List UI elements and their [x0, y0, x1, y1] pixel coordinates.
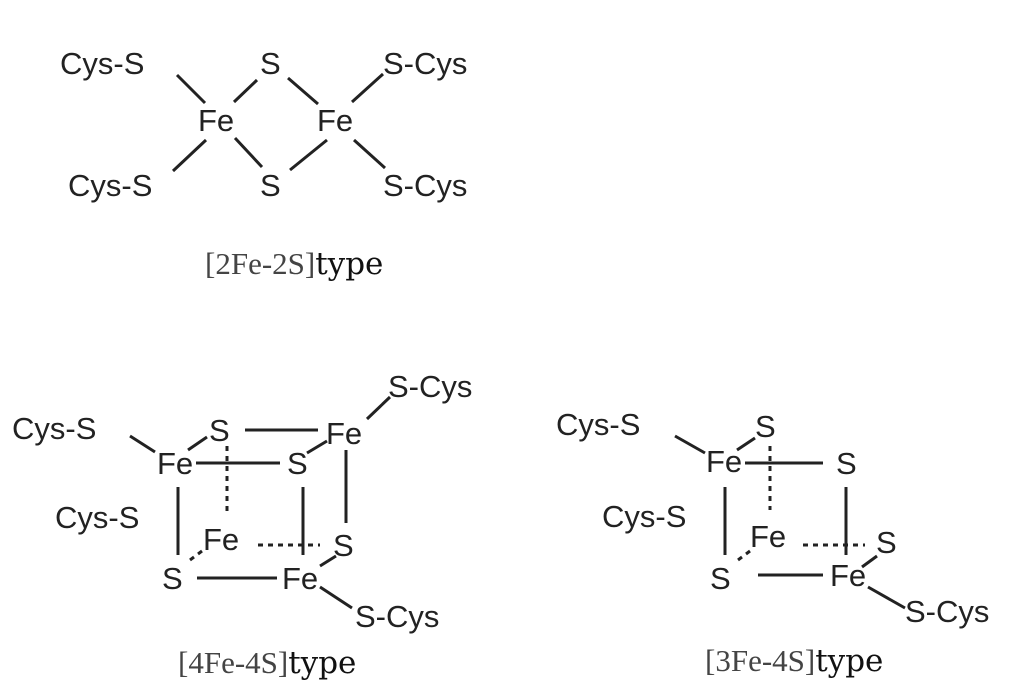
atom-label: Fe — [203, 522, 239, 557]
atom-label: S-Cys — [355, 599, 439, 634]
atom-label: S — [260, 168, 281, 203]
bond — [175, 73, 207, 105]
dotted-bond — [189, 549, 203, 562]
atom-label: Fe — [326, 416, 362, 451]
caption-formula: [2Fe-2S] — [205, 246, 315, 281]
atom-label: S-Cys — [383, 168, 467, 203]
bond — [187, 435, 208, 452]
atom-label: S — [209, 413, 230, 448]
bond — [319, 585, 353, 610]
atom-label: S-Cys — [388, 369, 472, 404]
atom-label: Cys-S — [55, 500, 139, 535]
atom-label: S-Cys — [905, 594, 989, 629]
diagram-caption: [3Fe-4S]type — [705, 643, 883, 679]
bond — [350, 72, 385, 104]
atom-label: Cys-S — [60, 46, 144, 81]
atom-label: Fe — [750, 519, 786, 554]
atom-label: S — [836, 446, 857, 481]
bond — [674, 434, 706, 455]
diagram-3fe-4s: Cys-S S Fe S Cys-S Fe S S Fe S-Cys [3Fe-… — [556, 407, 989, 679]
bond — [736, 436, 756, 452]
atom-label: Fe — [706, 444, 742, 479]
atom-label: S — [755, 409, 776, 444]
atom-label: Fe — [830, 558, 866, 593]
bond — [287, 76, 319, 106]
atom-label: S — [876, 525, 897, 560]
bond — [306, 439, 328, 455]
diagram-caption: [4Fe-4S]type — [178, 645, 356, 681]
atom-label: Cys-S — [602, 499, 686, 534]
bond — [233, 136, 264, 169]
bond — [171, 138, 208, 173]
bond — [352, 138, 387, 170]
caption-word: type — [288, 645, 356, 681]
caption-formula: [4Fe-4S] — [178, 645, 288, 680]
atom-label: S — [710, 561, 731, 596]
bond — [289, 138, 328, 172]
atom-label: Cys-S — [556, 407, 640, 442]
atom-label: S-Cys — [383, 46, 467, 81]
atom-label: Fe — [317, 103, 353, 138]
caption-formula: [3Fe-4S] — [705, 643, 815, 678]
bond — [129, 434, 156, 454]
bond — [232, 78, 259, 104]
atom-label: Cys-S — [12, 411, 96, 446]
diagram-2fe-2s: Cys-S S S-Cys Fe Fe Cys-S S S-Cys [2Fe-2… — [60, 46, 467, 282]
bond — [861, 554, 878, 569]
atom-label: S — [287, 446, 308, 481]
bond — [867, 585, 906, 610]
atom-label: S — [333, 528, 354, 563]
dotted-bond — [737, 549, 751, 562]
caption-word: type — [315, 246, 383, 282]
bond — [319, 554, 337, 568]
atom-label: Fe — [282, 561, 318, 596]
atom-label: Cys-S — [68, 168, 152, 203]
diagram-4fe-4s: S-Cys Cys-S S Fe Fe S Cys-S Fe S S Fe S-… — [12, 369, 472, 681]
atom-label: Fe — [198, 103, 234, 138]
atom-label: S — [162, 561, 183, 596]
atom-label: S — [260, 46, 281, 81]
atom-label: Fe — [157, 446, 193, 481]
caption-word: type — [815, 643, 883, 679]
bond — [365, 395, 392, 421]
diagram-caption: [2Fe-2S]type — [205, 246, 383, 282]
